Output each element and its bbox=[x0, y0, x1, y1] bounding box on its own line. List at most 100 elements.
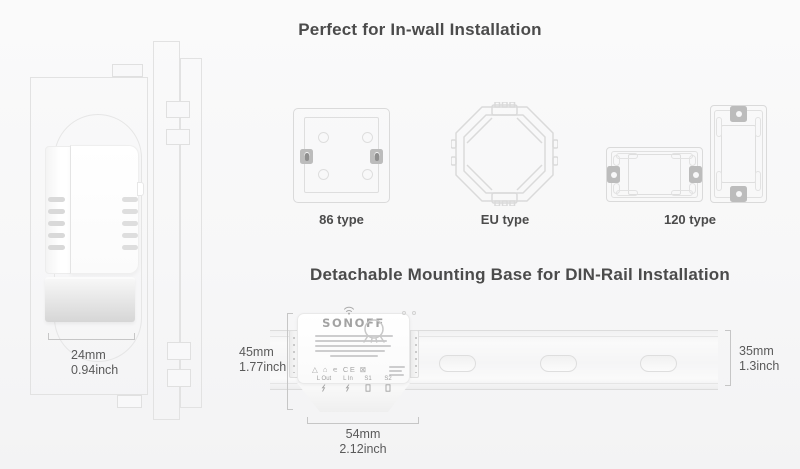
frame-detail-rect bbox=[167, 342, 191, 360]
120-type-horizontal-box bbox=[606, 147, 703, 202]
vent-slot bbox=[122, 245, 138, 250]
dim-mm: 24mm bbox=[71, 348, 106, 362]
spec-text-line bbox=[315, 335, 393, 337]
dimension-label-54mm: 54mm 2.12inch bbox=[307, 427, 419, 457]
mount-tab bbox=[730, 186, 747, 202]
wall-plate-top-tab bbox=[112, 64, 143, 77]
86-type-box-illustration bbox=[293, 108, 390, 203]
dimension-bracket-24mm bbox=[48, 333, 135, 340]
spec-text-line bbox=[315, 350, 385, 352]
slot-icon bbox=[374, 153, 379, 162]
frame-detail-rect bbox=[166, 101, 190, 118]
edge-slot bbox=[716, 117, 722, 137]
vent-slot bbox=[48, 221, 65, 226]
dimension-label-24mm: 24mm 0.94inch bbox=[71, 348, 118, 378]
certification-icons: △ ⌂ ∊ CE ⊠ bbox=[312, 365, 368, 374]
dimension-bracket-35mm bbox=[725, 330, 731, 386]
brand-logo: SONOFF bbox=[322, 316, 385, 330]
dim-inch: 2.12inch bbox=[339, 442, 387, 456]
zigzag-icon bbox=[345, 384, 350, 392]
rail-slot bbox=[439, 355, 476, 372]
mount-tab bbox=[689, 166, 702, 183]
rail-slot bbox=[540, 355, 577, 372]
vent-slot bbox=[48, 245, 65, 250]
wall-frame-tall-2 bbox=[180, 58, 202, 408]
box-icon bbox=[385, 384, 391, 392]
frame-detail-rect bbox=[166, 129, 190, 145]
din-device-body bbox=[297, 313, 410, 384]
dim-inch: 1.3inch bbox=[739, 359, 780, 373]
edge-slot bbox=[716, 171, 722, 191]
spec-text-line bbox=[389, 366, 405, 368]
edge-slot bbox=[613, 155, 620, 166]
terminal-l-out: L Out bbox=[311, 376, 337, 392]
vent-slot bbox=[122, 233, 138, 238]
terminal-label: L Out bbox=[316, 376, 332, 382]
label-86-type: 86 type bbox=[319, 212, 364, 227]
mount-tab bbox=[607, 166, 620, 183]
slot-icon bbox=[304, 153, 309, 162]
edge-slot bbox=[613, 183, 620, 194]
screw-hole bbox=[361, 131, 373, 143]
wall-plate-bottom-tab bbox=[117, 395, 142, 408]
120-type-vertical-box bbox=[710, 105, 767, 203]
wall-plate-outline bbox=[30, 77, 148, 395]
zigzag-icon bbox=[321, 384, 326, 392]
device-rail-clip-right bbox=[410, 330, 419, 378]
vent-slot bbox=[122, 209, 138, 214]
wall-frame-tall-1 bbox=[153, 41, 180, 420]
wifi-icon bbox=[344, 306, 354, 315]
device-side-mounting-base bbox=[45, 277, 135, 322]
device-side-clip bbox=[137, 182, 144, 196]
spec-text-line bbox=[330, 355, 378, 357]
screw-hole bbox=[317, 131, 329, 143]
vent-slot bbox=[48, 197, 65, 202]
dimension-bracket-54mm bbox=[307, 417, 419, 424]
spec-text-line bbox=[315, 345, 391, 347]
mount-tab bbox=[300, 149, 313, 164]
rail-slot bbox=[640, 355, 677, 372]
molded-mark bbox=[402, 311, 406, 315]
screw-hole-icon bbox=[735, 111, 742, 117]
screw-hole-icon bbox=[692, 171, 699, 178]
molded-mark bbox=[412, 311, 416, 315]
dinrail-heading: Detachable Mounting Base for DIN-Rail In… bbox=[310, 265, 730, 284]
mount-tab bbox=[730, 106, 747, 122]
dimension-bracket-45mm bbox=[287, 313, 293, 410]
edge-slot bbox=[689, 183, 696, 194]
terminal-s2: S2 bbox=[379, 376, 397, 392]
terminal-label: L In bbox=[343, 376, 353, 382]
120v-center-opening bbox=[721, 125, 756, 183]
screw-hole-icon bbox=[735, 191, 742, 197]
86-outer-frame bbox=[293, 108, 390, 203]
vent-slot bbox=[122, 197, 138, 202]
screw-hole-icon bbox=[610, 171, 617, 178]
inwall-heading: Perfect for In-wall Installation bbox=[298, 20, 542, 39]
dimension-label-35mm: 35mm 1.3inch bbox=[739, 344, 779, 374]
120v-outer-frame bbox=[710, 105, 767, 203]
label-120-type: 120 type bbox=[663, 212, 717, 227]
spec-text-line bbox=[389, 374, 404, 376]
spec-text-line bbox=[389, 370, 402, 372]
dimension-label-45mm: 45mm 1.77inch bbox=[239, 345, 286, 375]
frame-detail-rect bbox=[167, 369, 191, 387]
dim-mm: 45mm bbox=[239, 345, 274, 359]
terminal-label: S2 bbox=[384, 376, 392, 382]
vent-slot bbox=[48, 233, 65, 238]
eu-type-box-illustration bbox=[451, 102, 558, 206]
dim-inch: 0.94inch bbox=[71, 363, 119, 377]
terminal-l-in: L In bbox=[338, 376, 358, 392]
clip-teeth bbox=[415, 337, 417, 373]
edge-slot bbox=[755, 117, 761, 137]
edge-slot bbox=[755, 171, 761, 191]
clip-teeth bbox=[293, 337, 295, 373]
terminal-s1: S1 bbox=[359, 376, 377, 392]
mount-tab bbox=[370, 149, 383, 164]
vent-slot bbox=[122, 221, 138, 226]
screw-hole bbox=[361, 168, 373, 180]
screw-hole bbox=[317, 168, 329, 180]
din-rail-fold-lines bbox=[270, 336, 718, 384]
edge-slot bbox=[689, 155, 696, 166]
box-icon bbox=[365, 384, 371, 392]
